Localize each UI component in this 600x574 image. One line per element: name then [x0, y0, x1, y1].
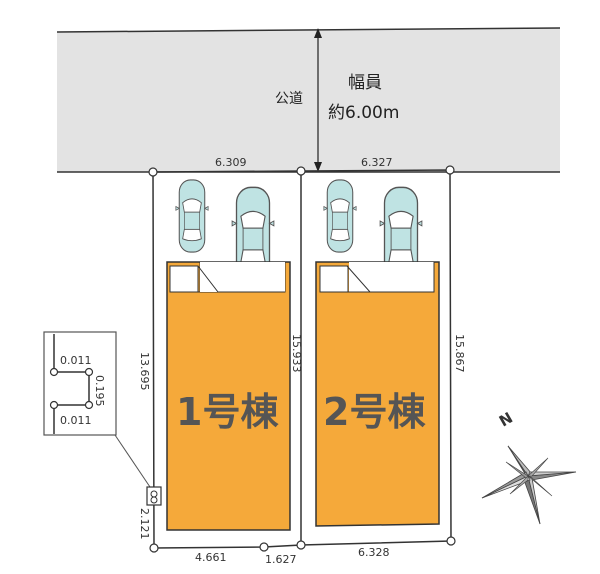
dim-lot1-bottom-a: 4.661 [195, 551, 227, 564]
compass-rose-icon [481, 445, 577, 525]
dim-lot1-bottom-b: 1.627 [265, 553, 297, 566]
building-2 [315, 261, 440, 527]
building-2-label: 2号棟 [323, 390, 426, 434]
dim-lot2-bottom: 6.328 [358, 546, 390, 559]
dim-center: 15.933 [290, 334, 303, 373]
boundary-markers [148, 165, 456, 553]
inset-dim-middle: 0.195 [93, 375, 106, 407]
public-road [57, 28, 560, 172]
dim-lot1-bottom-left: 2.121 [138, 508, 151, 540]
inset-dim-top: 0.011 [60, 354, 92, 367]
building-1 [166, 261, 291, 531]
inset-dim-bottom: 0.011 [60, 414, 92, 427]
car-2a-icon [323, 179, 357, 253]
lot-1-boundary [152, 170, 302, 549]
dim-lot2-right: 15.867 [453, 334, 466, 373]
road-width-value: 約6.00m [328, 103, 399, 123]
road-edge-top [56, 27, 561, 33]
compass-north-label: N [496, 409, 516, 431]
road-label: 公道 [275, 91, 303, 107]
lot-2-boundary [300, 169, 452, 546]
dim-lot1-top: 6.309 [215, 156, 247, 169]
road-width-label: 幅員 [348, 73, 382, 93]
inset-detail [43, 331, 162, 506]
dim-lot1-left: 13.695 [138, 352, 151, 391]
road-width-arrow [314, 28, 322, 172]
car-1a-icon [175, 179, 209, 253]
dim-lot2-top: 6.327 [361, 156, 393, 169]
building-1-label: 1号棟 [176, 390, 279, 434]
